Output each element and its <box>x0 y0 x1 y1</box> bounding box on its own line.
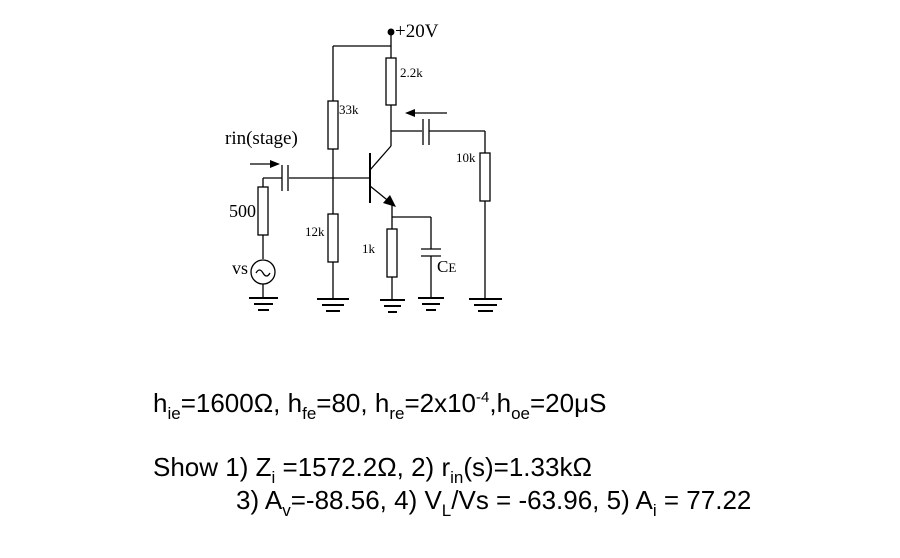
input-current-arrowhead <box>270 160 280 168</box>
collector-resistor <box>385 57 397 106</box>
source-resistor-label: 500 <box>229 201 256 221</box>
supply-label: +20V <box>395 21 439 42</box>
ground-capacitor <box>418 297 444 311</box>
capacitor-emitter-label: CE <box>437 257 456 276</box>
output-current-arrowhead <box>405 109 415 117</box>
ground-bias <box>317 298 349 312</box>
transistor-emitter-arrow <box>383 195 396 207</box>
load-resistor <box>479 152 491 202</box>
bias-bottom-resistor-label: 12k <box>305 224 325 239</box>
transistor-collector-lead <box>369 145 392 171</box>
ground-emitter <box>380 299 405 313</box>
bias-top-resistor <box>327 100 339 150</box>
source-resistor <box>257 186 269 236</box>
bias-top-resistor-label: 33k <box>339 102 359 117</box>
emitter-resistor-label: 1k <box>362 241 376 256</box>
rin-stage-label: rin(stage) <box>225 128 298 149</box>
emitter-resistor <box>386 228 398 278</box>
bias-bottom-resistor <box>327 213 339 263</box>
ground-load <box>469 298 502 312</box>
h-parameters-line: hie=1600Ω, hfe=80, hre=2x10-4,hoe=20μS <box>153 388 607 423</box>
results-line-2: 3) Av=-88.56, 4) VL/Vs = -63.96, 5) Ai =… <box>236 485 752 520</box>
collector-resistor-label: 2.2k <box>400 65 423 80</box>
load-resistor-label: 10k <box>456 150 476 165</box>
ground-source <box>249 297 278 311</box>
results-line-1: Show 1) Zi =1572.2Ω, 2) rin(s)=1.33kΩ <box>153 452 592 487</box>
amplifier-circuit-diagram: +20V 2.2k 33k 12k 1k 10k 500 vs rin(stag… <box>225 21 502 313</box>
ac-source-tilde <box>255 269 271 277</box>
source-label: vs <box>232 258 248 278</box>
